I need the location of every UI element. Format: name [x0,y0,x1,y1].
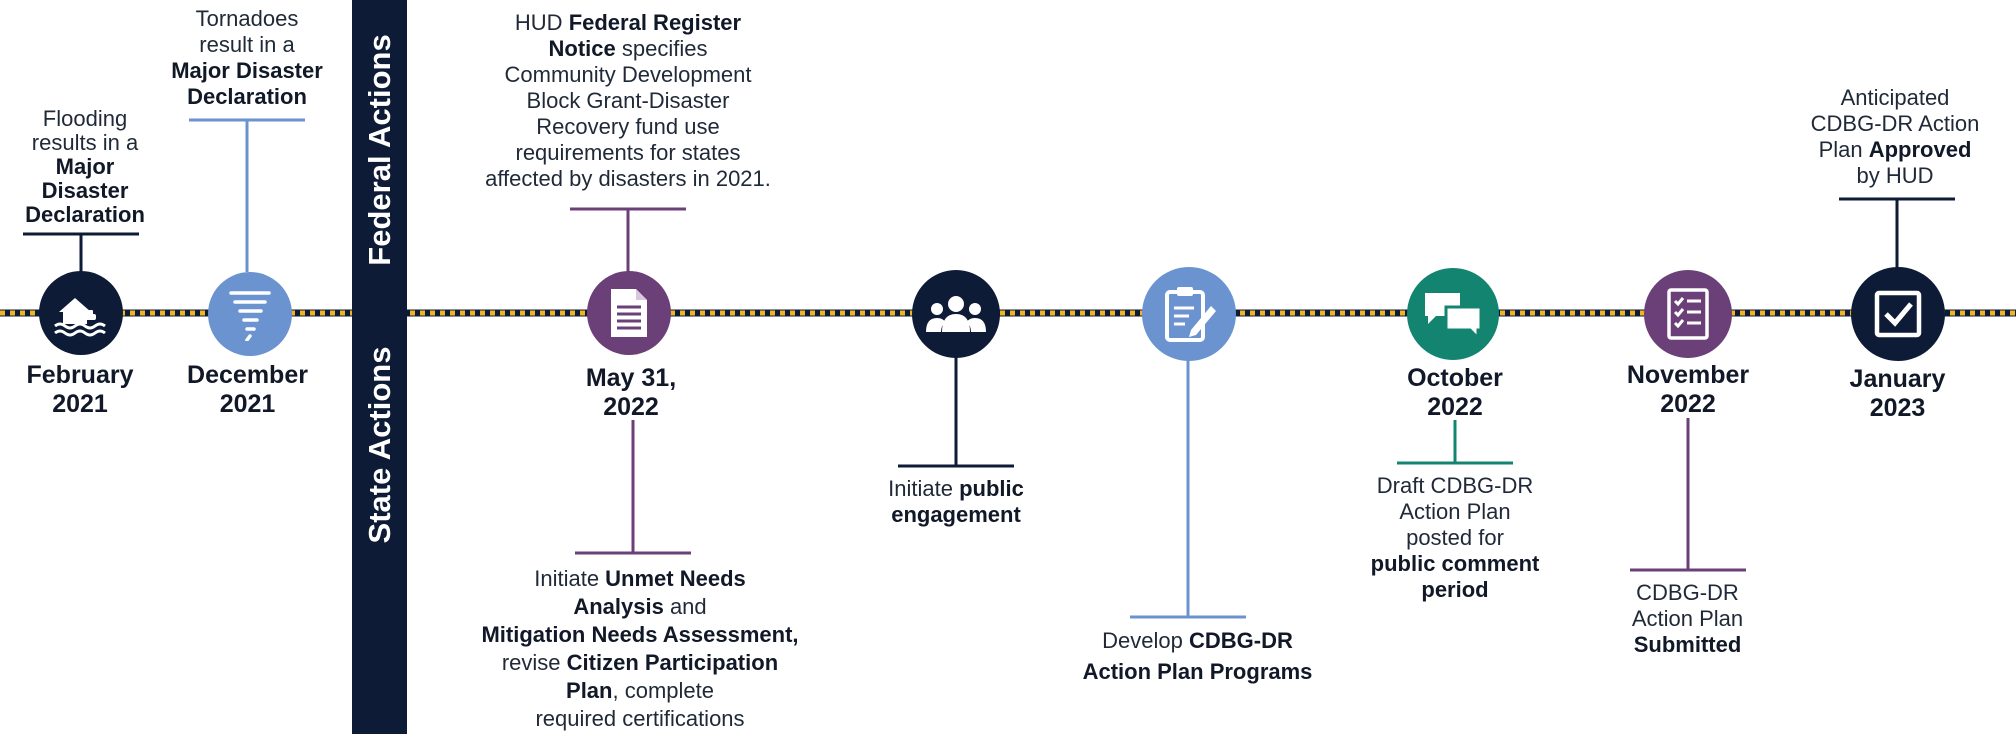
note-line: Major [55,154,115,179]
connector-may-2022-below [575,420,691,555]
note-line: Community Development [504,62,752,87]
note-line: Anticipated [1840,85,1950,110]
note-line: CDBG-DR Action [1810,111,1980,136]
connector-engagement [898,355,1014,468]
checklist-icon [1644,270,1732,358]
note-line: Tornadoes [195,6,299,31]
connector-dec-2021 [189,118,305,272]
note-line: Action Plan [1631,606,1744,631]
note-line: Plan Approved [1818,137,1972,162]
note-line: CDBG-DR [1636,580,1739,605]
federal-state-divider: Federal Actions State Actions [352,0,407,734]
note-line: Initiate Unmet Needs [534,566,746,591]
note-line: Action Plan Programs [1082,659,1313,684]
note-line: Submitted [1633,632,1742,657]
note-line: by HUD [1856,163,1934,188]
people-group-icon [912,270,1000,358]
note-line: Develop CDBG-DR [1102,628,1293,653]
note-line: Mitigation Needs Assessment, [481,622,799,647]
note-line: Disaster [41,178,129,203]
note-line: Action Plan [1399,499,1511,524]
flood-house-icon [39,271,123,355]
note-line: posted for [1406,525,1504,550]
note-line: Plan, complete [566,678,714,703]
state-actions-label: State Actions [362,346,397,544]
note-line: Flooding [42,106,128,131]
note-line: period [1421,577,1489,602]
note-line: Notice specifies [548,36,708,61]
note-line: result in a [199,32,295,57]
note-line: required certifications [535,706,745,731]
note-line: Block Grant-Disaster [526,88,730,113]
chat-bubbles-icon [1407,268,1499,360]
note-line: Analysis and [573,594,707,619]
connector-feb-2021 [23,232,139,275]
note-line: affected by disasters in 2021. [485,166,771,191]
connector-jan-2023 [1839,197,1955,268]
checkbox-icon [1851,267,1945,361]
connector-may-2022-above [570,207,686,272]
note-line: Recovery fund use [536,114,720,139]
date-may-2022: May 31,2022 [585,364,677,421]
federal-actions-label: Federal Actions [362,34,397,266]
note-line: revise Citizen Participation [501,650,779,675]
tornado-icon [208,272,292,356]
note-line: Declaration [25,202,145,227]
note-line: Declaration [187,84,307,109]
connector-oct-2022 [1397,420,1513,465]
note-line: results in a [31,130,139,155]
note-line: engagement [891,502,1021,527]
connector-nov-2022 [1630,418,1746,572]
note-line: Draft CDBG-DR [1376,473,1534,498]
note-line: public comment [1370,551,1540,576]
note-line: Initiate public [888,476,1024,501]
clipboard-pencil-icon [1142,267,1236,361]
document-icon [587,271,671,355]
note-line: HUD Federal Register [514,10,742,35]
note-programs: Develop CDBG-DR Action Plan Programs [1060,625,1335,687]
note-line: Major Disaster [171,58,323,83]
connector-programs [1130,360,1246,619]
note-line: requirements for states [515,140,741,165]
